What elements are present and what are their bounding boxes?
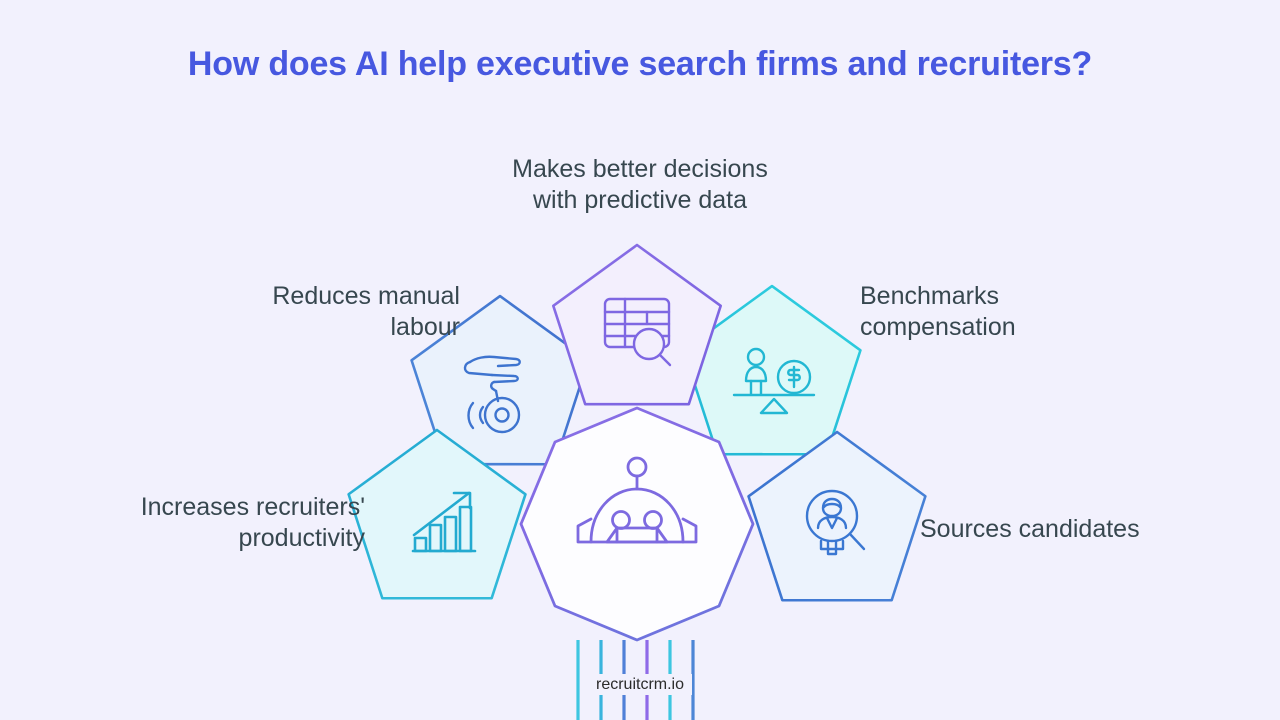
label-productivity: Increases recruiters' productivity	[20, 492, 365, 554]
label-benchmarks-line1: Benchmarks	[860, 282, 999, 310]
label-decisions-line1: Makes better decisions	[512, 155, 768, 183]
label-productivity-line1: Increases recruiters'	[140, 493, 365, 521]
candidate-search-icon	[805, 489, 866, 556]
label-productivity-line2: productivity	[238, 524, 365, 552]
label-sources-line1: Sources candidates	[920, 515, 1140, 543]
label-decisions-line2: with predictive data	[532, 186, 747, 214]
brand-text: recruitcrm.io	[587, 674, 692, 695]
robot-icon	[576, 456, 698, 544]
label-decisions: Makes better decisions with predictive d…	[390, 154, 890, 216]
node-productivity[interactable]	[311, 410, 553, 650]
brand-watermark: recruitcrm.io	[0, 674, 1280, 695]
label-benchmarks: Benchmarks compensation	[860, 281, 1180, 343]
label-manual-line2: labour	[390, 313, 461, 341]
balance-scale-salary-icon	[732, 347, 816, 415]
page-title: How does AI help executive search firms …	[187, 45, 1093, 83]
growth-bar-chart-icon	[411, 491, 477, 553]
label-manual-line1: Reduces manual	[272, 282, 460, 310]
center-node[interactable]	[519, 406, 755, 642]
hand-press-button-icon	[463, 355, 521, 434]
table-search-icon	[603, 297, 672, 367]
label-benchmarks-line2: compensation	[860, 313, 1016, 341]
label-sources: Sources candidates	[920, 514, 1250, 545]
label-manual: Reduces manual labour	[140, 281, 460, 343]
